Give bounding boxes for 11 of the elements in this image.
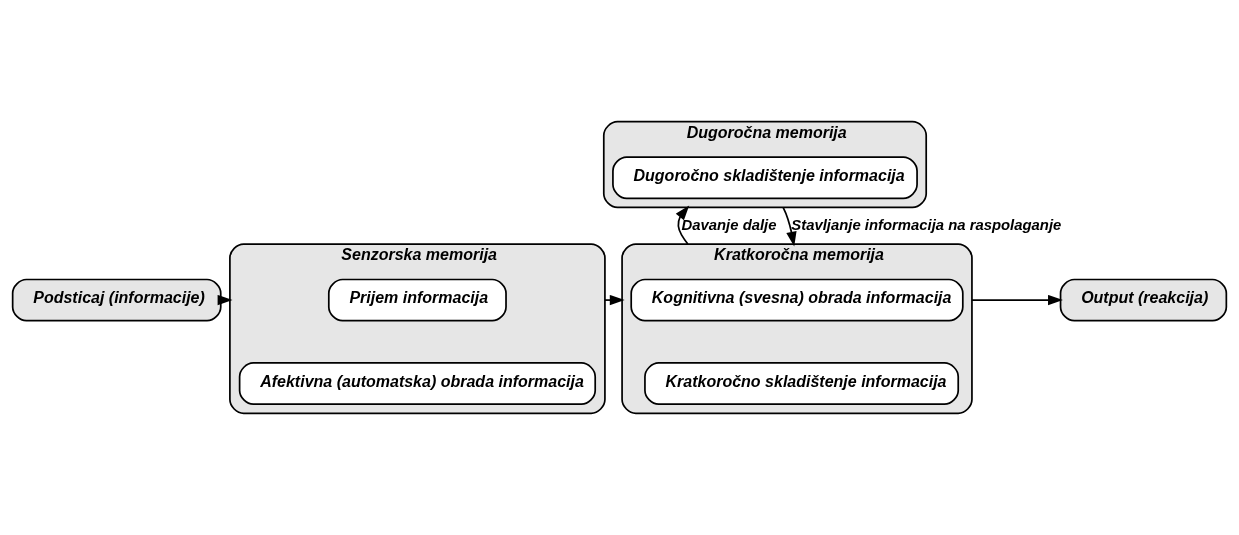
- node-box: Afektivna (automatska) obrada informacija: [238, 362, 597, 405]
- arrow: [971, 294, 1063, 306]
- arrow: [782, 206, 797, 247]
- arrow: [675, 205, 690, 245]
- node-box: Output (reakcija): [1059, 278, 1228, 322]
- edge-label: Davanje dalje: [681, 216, 777, 233]
- node-box: Kognitivna (svesna) obrada informacija: [630, 278, 964, 322]
- node-box: Dugoročno skladištenje informacija: [612, 156, 918, 200]
- node-box: Prijem informacija: [327, 278, 507, 322]
- node-box: Kratkoročno skladištenje informacija: [644, 362, 960, 405]
- edge-label: Stavljanje informacija na raspolaganje: [791, 216, 1062, 233]
